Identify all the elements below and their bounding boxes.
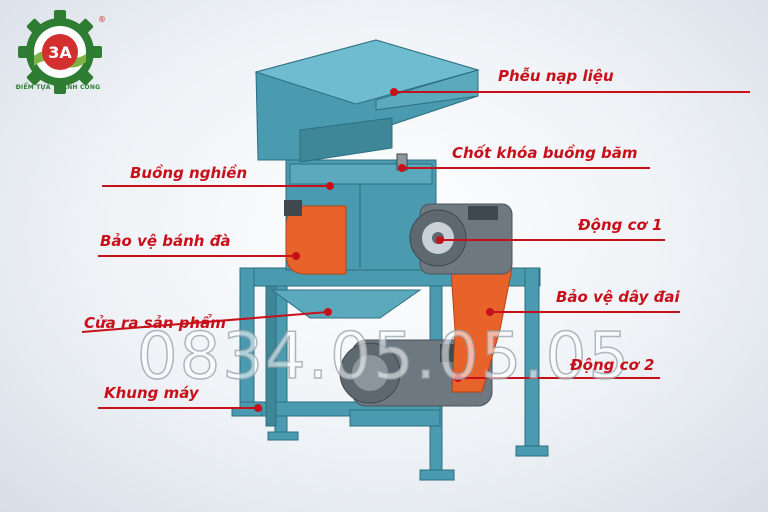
label-frame: Khung máy [104,384,199,402]
flywheel-guard [284,200,347,275]
brand-logo: 3A ® [10,8,110,100]
registered-mark: ® [98,15,106,24]
leader-lines [81,88,750,412]
label-lock-pin: Chốt khóa buồng băm [452,144,638,162]
product-outlet-chute [270,289,422,319]
label-grinding-chamber: Buồng nghiền [130,164,248,182]
label-hopper: Phễu nạp liệu [498,67,614,85]
feed-hopper [254,39,480,163]
logo-mark: 3A [48,43,72,62]
label-belt-guard: Bảo vệ dây đai [556,288,680,306]
label-flywheel-guard: Bảo vệ bánh đà [100,232,231,250]
label-motor-1: Động cơ 1 [578,216,663,234]
label-product-outlet: Cửa ra sản phẩm [84,314,226,332]
logo-tagline: ĐIỂM TỰA THÀNH CÔNG [15,84,101,91]
gear-logo-icon: 3A ® [18,10,106,94]
phone-watermark: 0834.05.05.05 [136,319,632,395]
label-motor-2: Động cơ 2 [570,356,655,374]
